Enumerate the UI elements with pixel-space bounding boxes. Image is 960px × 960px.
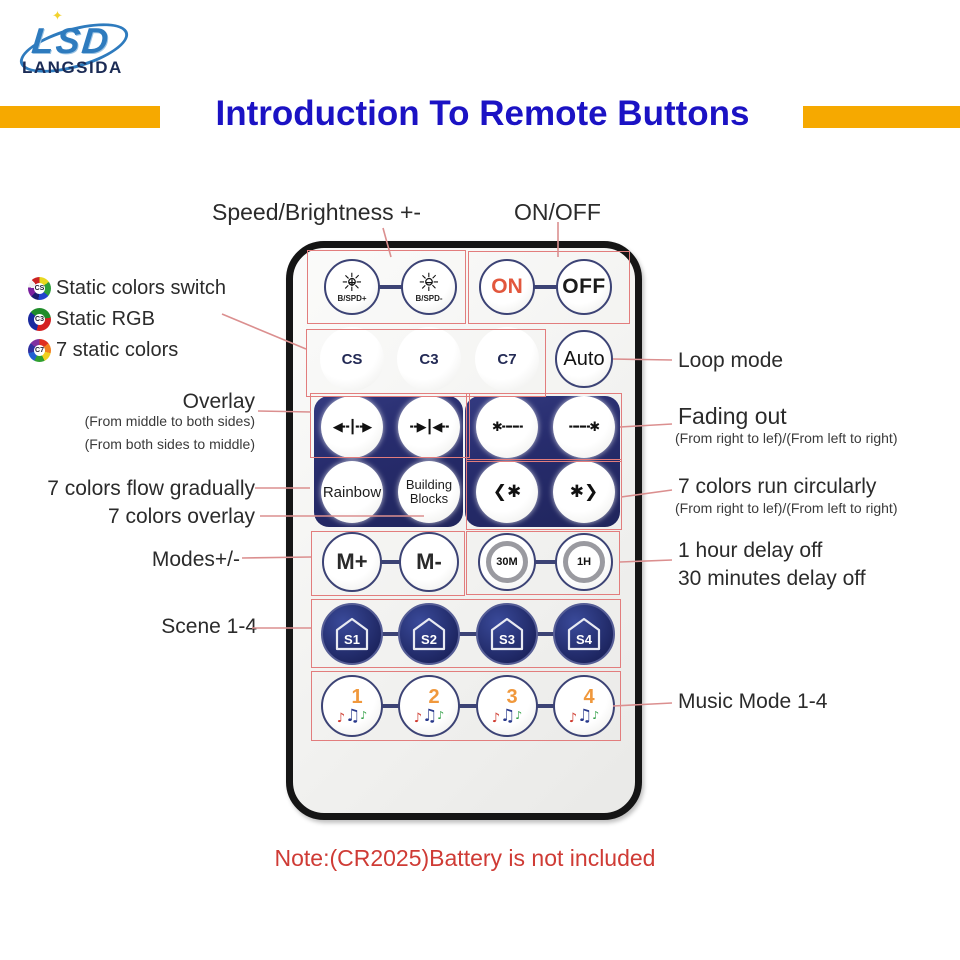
music-3-button[interactable]: 3 ♪♫♪ [476, 675, 538, 737]
label-7-colors-run: 7 colors run circularly [678, 475, 877, 498]
overlay-in-button[interactable]: ╍▶┃◀╍ [398, 396, 460, 458]
connector [378, 560, 403, 564]
logo-text: LSD [29, 20, 113, 61]
auto-button[interactable]: Auto [555, 330, 613, 388]
title-bar-right [803, 106, 960, 128]
speed-plus-button[interactable]: ☼+ B/SPD+ [324, 259, 380, 315]
connector [536, 632, 555, 636]
clock-ring-icon: 30M [486, 541, 528, 583]
run-right-to-left-button[interactable]: ❮✱ [476, 461, 538, 523]
brand-logo: ✦ LSD LANGSIDA [12, 6, 142, 83]
on-button[interactable]: ON [479, 259, 535, 315]
music-1-button[interactable]: 1 ♪♫♪ [321, 675, 383, 737]
scene-4-button[interactable]: S4 [553, 603, 615, 665]
label-7-colors-flow: 7 colors flow gradually [47, 477, 255, 500]
c3-button[interactable]: C3 [397, 327, 461, 391]
house-icon: S4 [567, 617, 601, 651]
label-fading-out: Fading out [678, 403, 787, 429]
music-2-button[interactable]: 2 ♪♫♪ [398, 675, 460, 737]
label-scene: Scene 1-4 [161, 615, 257, 638]
label-7-colors-run-sub: (From right to lef)/(From left to right) [675, 500, 898, 516]
connector [458, 632, 478, 636]
sun-plus-icon: ☼+ [340, 268, 364, 297]
house-icon: S1 [335, 617, 369, 651]
connector [534, 560, 557, 564]
music-notes-icon: ♪♫♪ [413, 706, 445, 726]
c7-wheel-icon: C7 [28, 339, 51, 362]
mode-plus-button[interactable]: M+ [322, 532, 382, 592]
c3-wheel-icon: C3 [28, 308, 51, 331]
music-notes-icon: ♪♫♪ [336, 706, 368, 726]
c7-button[interactable]: C7 [475, 327, 539, 391]
scene-2-button[interactable]: S2 [398, 603, 460, 665]
logo-star-icon: ✦ [52, 8, 63, 23]
delay-30m-button[interactable]: 30M [478, 533, 536, 591]
label-30m-delay: 30 minutes delay off [678, 567, 866, 590]
expand-arrows-icon: ◀╍┃╍▶ [332, 419, 372, 435]
fade-right-to-left-button[interactable]: ✱╍╍╍ [476, 396, 538, 458]
svg-text:S4: S4 [576, 632, 593, 647]
house-icon: S3 [490, 617, 524, 651]
overlay-out-button[interactable]: ◀╍┃╍▶ [321, 396, 383, 458]
label-overlay-sub2: (From both sides to middle) [84, 436, 255, 452]
connector [378, 285, 403, 289]
connector [458, 704, 478, 708]
delay-1h-button[interactable]: 1H [555, 533, 613, 591]
connector [381, 632, 400, 636]
cs-wheel-icon: CS [28, 277, 51, 300]
rainbow-button[interactable]: Rainbow [321, 461, 383, 523]
connector [536, 704, 555, 708]
off-button[interactable]: OFF [556, 259, 612, 315]
battery-note: Note:(CR2025)Battery is not included [274, 845, 656, 871]
label-music-mode: Music Mode 1-4 [678, 690, 828, 713]
label-overlay: Overlay [182, 390, 255, 413]
label-1h-delay: 1 hour delay off [678, 539, 823, 562]
page-title: Introduction To Remote Buttons [215, 94, 750, 133]
mode-minus-button[interactable]: M- [399, 532, 459, 592]
svg-text:S1: S1 [344, 632, 360, 647]
label-loop-mode: Loop mode [678, 349, 784, 372]
music-4-button[interactable]: 4 ♪♫♪ [553, 675, 615, 737]
collapse-arrows-icon: ╍▶┃◀╍ [409, 419, 449, 435]
label-static-rgb: C3 Static RGB [28, 308, 155, 331]
cs-button[interactable]: CS [320, 327, 384, 391]
star-chevron-icon: ✱❯ [569, 482, 599, 502]
label-modes: Modes+/- [151, 548, 240, 571]
fade-left-to-right-button[interactable]: ╍╍╍✱ [553, 396, 615, 458]
dots-star-icon: ╍╍╍✱ [568, 419, 600, 435]
connector [533, 285, 558, 289]
label-static-colors-switch: CS Static colors switch [28, 277, 226, 300]
label-overlay-sub1: (From middle to both sides) [84, 413, 255, 429]
sun-minus-icon: ☼− [417, 268, 441, 297]
label-7-colors-overlay: 7 colors overlay [107, 505, 255, 528]
label-on-off: ON/OFF [514, 199, 601, 225]
house-icon: S2 [412, 617, 446, 651]
scene-3-button[interactable]: S3 [476, 603, 538, 665]
label-7-static-colors: C7 7 static colors [28, 339, 178, 362]
star-dots-icon: ✱╍╍╍ [491, 419, 523, 435]
scene-1-button[interactable]: S1 [321, 603, 383, 665]
logo-subtext: LANGSIDA [22, 58, 123, 77]
music-notes-icon: ♪♫♪ [491, 706, 523, 726]
music-notes-icon: ♪♫♪ [568, 706, 600, 726]
building-blocks-button[interactable]: Building Blocks [398, 461, 460, 523]
chevron-star-icon: ❮✱ [492, 482, 522, 502]
label-speed-brightness: Speed/Brightness +- [212, 199, 422, 225]
svg-text:S3: S3 [499, 632, 515, 647]
label-fading-out-sub: (From right to lef)/(From left to right) [675, 430, 898, 446]
speed-minus-button[interactable]: ☼− B/SPD- [401, 259, 457, 315]
connector [381, 704, 400, 708]
svg-text:S2: S2 [421, 632, 437, 647]
run-left-to-right-button[interactable]: ✱❯ [553, 461, 615, 523]
clock-ring-icon: 1H [563, 541, 605, 583]
title-bar-left [0, 106, 160, 128]
